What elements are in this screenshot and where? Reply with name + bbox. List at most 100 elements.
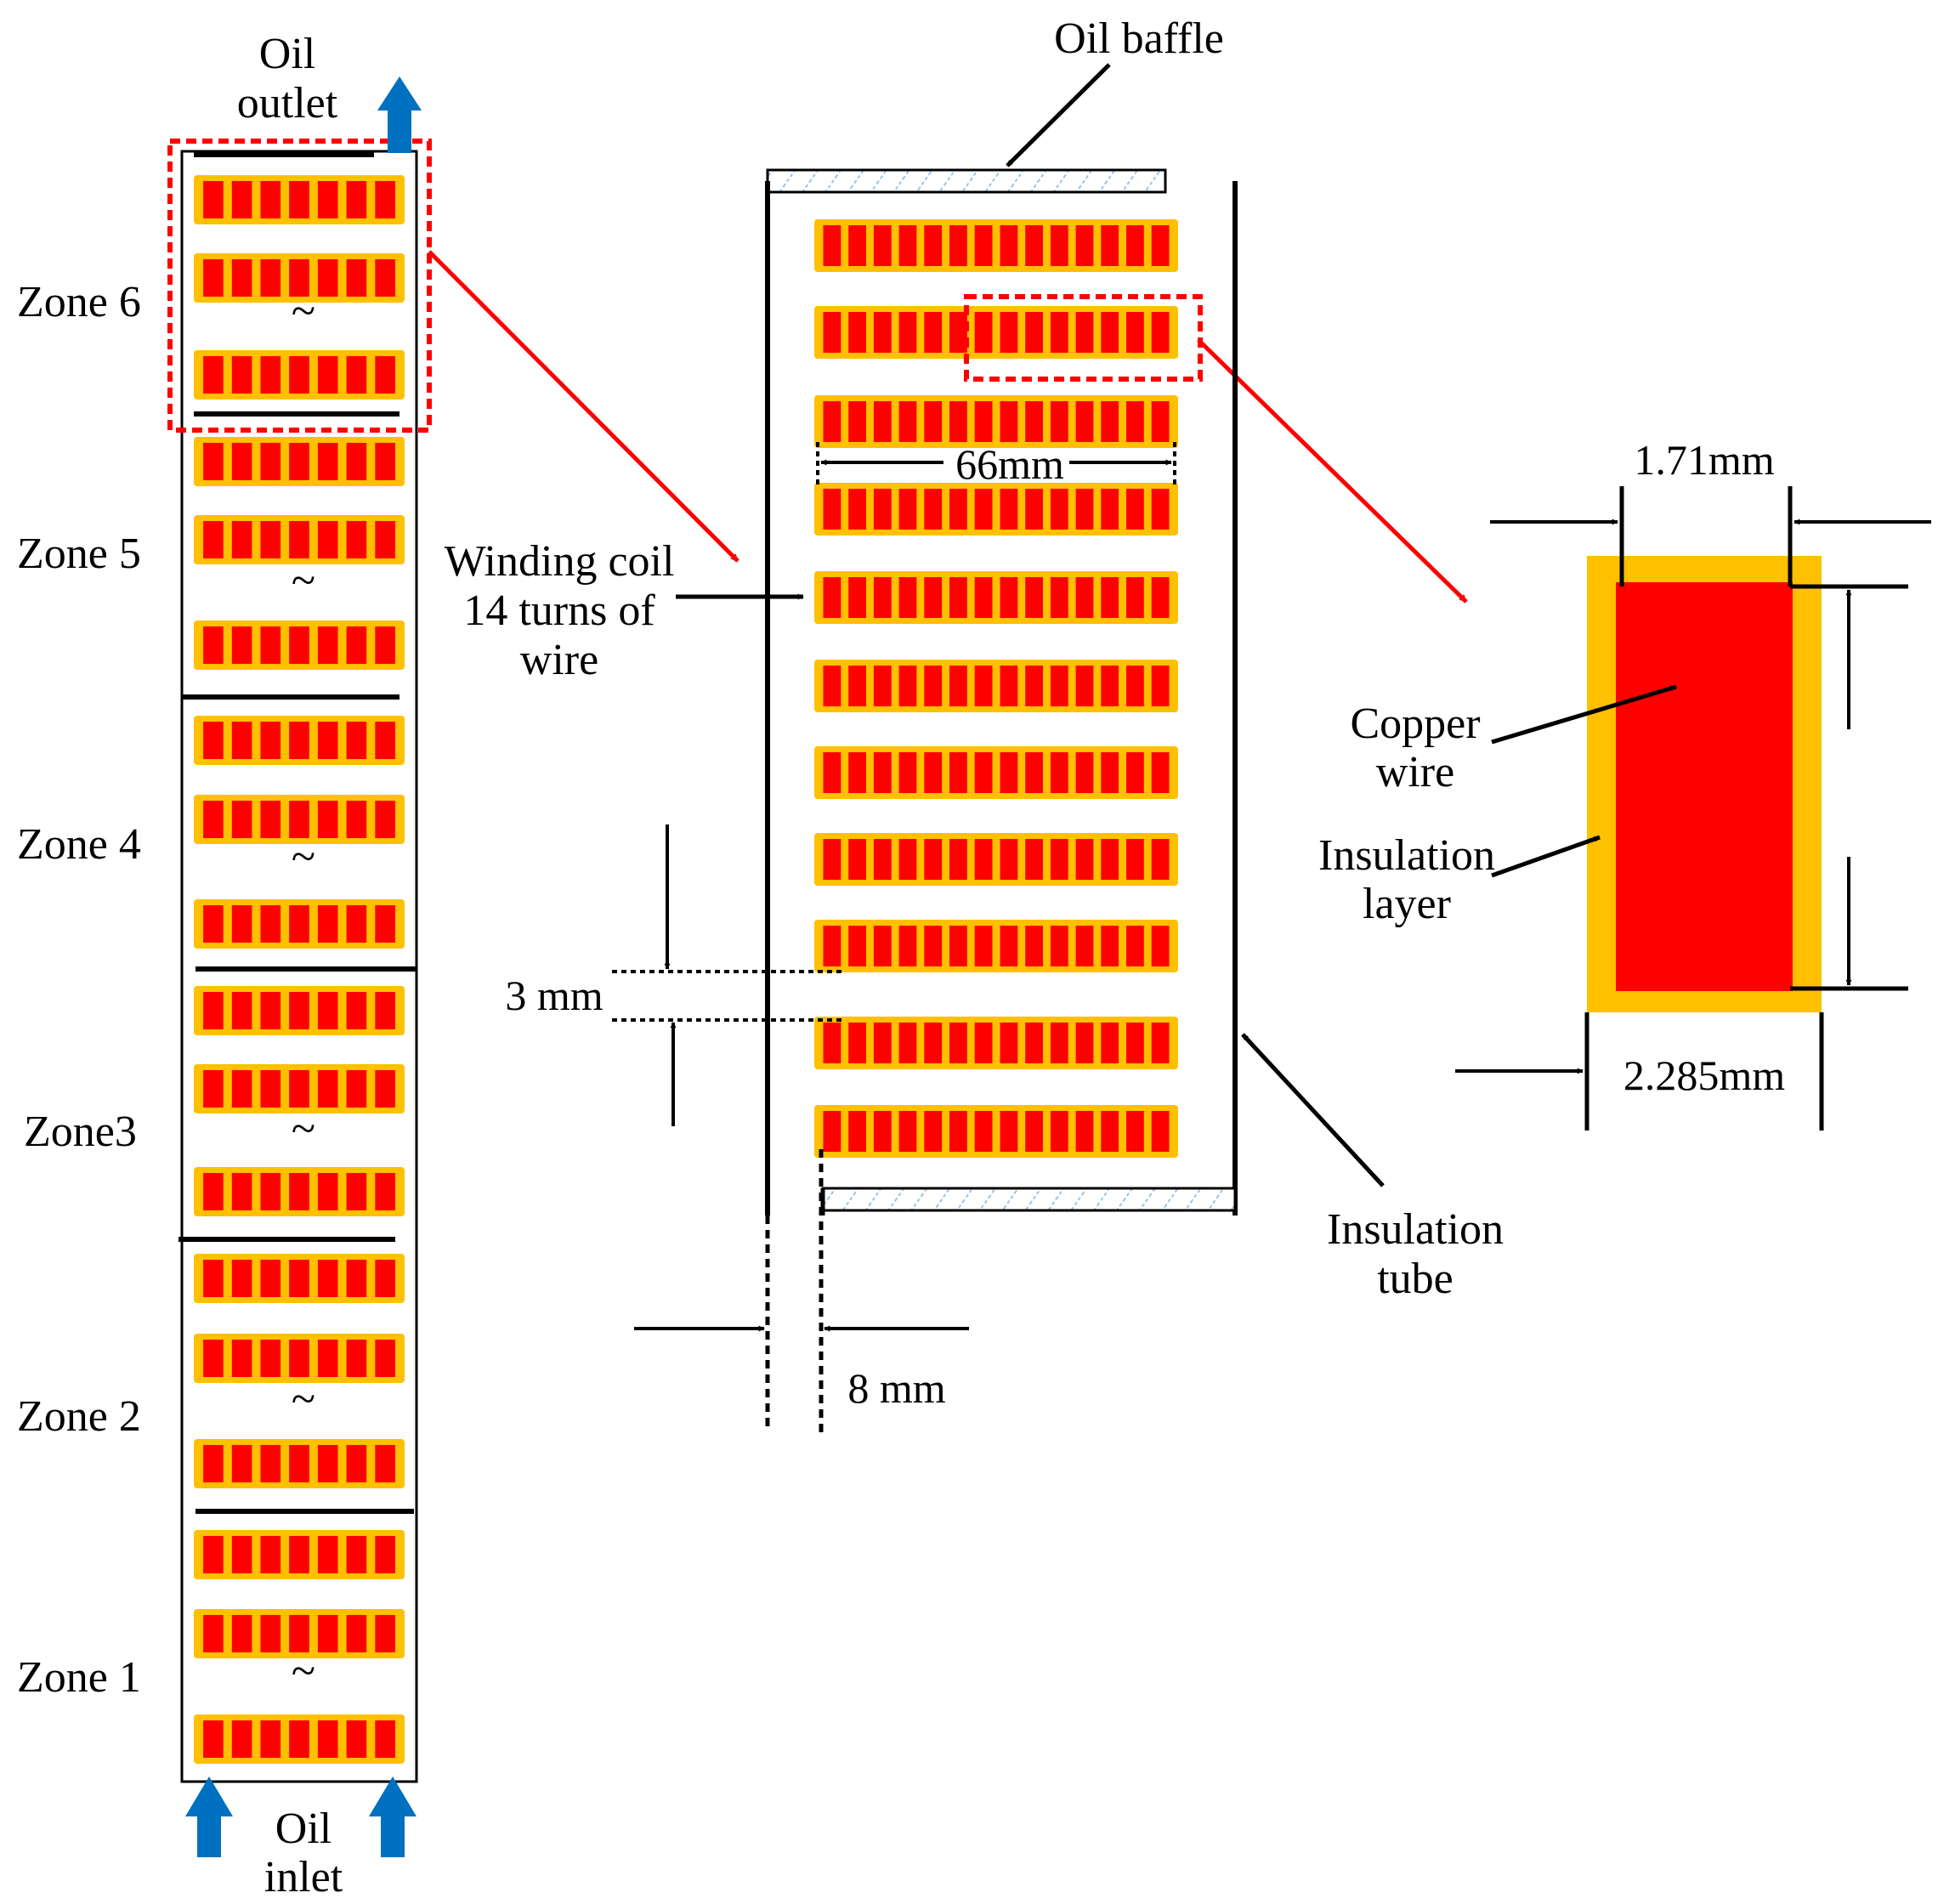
turn-conductor xyxy=(346,626,367,664)
turn-conductor xyxy=(873,225,892,266)
turn-conductor xyxy=(231,905,252,943)
turn-conductor xyxy=(898,312,917,353)
turn-conductor xyxy=(1075,1111,1094,1152)
zone-tilde-1: ~ xyxy=(292,287,315,336)
turn-conductor xyxy=(289,992,309,1029)
turn-conductor xyxy=(823,312,842,353)
zone-label-6: Zone 6 xyxy=(17,278,141,326)
turn-conductor xyxy=(203,443,224,480)
turn-conductor xyxy=(346,356,367,394)
copper-wire xyxy=(1616,582,1793,991)
turn-conductor xyxy=(1000,225,1018,266)
turn-conductor xyxy=(1101,666,1119,706)
turn-conductor xyxy=(346,181,367,218)
turn-conductor xyxy=(1050,926,1068,966)
turn-conductor xyxy=(203,801,224,838)
turn-conductor xyxy=(823,577,842,618)
turn-conductor xyxy=(1126,1023,1144,1063)
turn-conductor xyxy=(924,401,943,442)
turn-conductor xyxy=(1101,839,1119,880)
turn-conductor xyxy=(949,839,967,880)
turn-conductor xyxy=(317,259,338,297)
oil-baffle-pointer xyxy=(1006,63,1111,167)
turn-conductor xyxy=(203,1070,224,1108)
turn-conductor xyxy=(898,752,917,793)
turn-conductor xyxy=(1050,401,1068,442)
turn-conductor xyxy=(289,1070,309,1108)
turn-conductor xyxy=(317,181,338,218)
turn-conductor xyxy=(289,521,309,558)
turn-conductor xyxy=(346,905,367,943)
turn-conductor xyxy=(1075,577,1094,618)
turn-conductor xyxy=(231,992,252,1029)
turn-conductor xyxy=(1126,926,1144,966)
turn-conductor xyxy=(231,1260,252,1297)
turn-conductor xyxy=(1075,1023,1094,1063)
turn-conductor xyxy=(317,356,338,394)
turn-conductor xyxy=(949,225,967,266)
insulation-layer-label-line1: Insulation xyxy=(1318,831,1495,880)
turn-conductor xyxy=(823,401,842,442)
turn-conductor xyxy=(1075,926,1094,966)
turn-conductor xyxy=(346,1720,367,1758)
left-disc-4 xyxy=(194,437,405,486)
turn-conductor xyxy=(1075,225,1094,266)
turn-conductor xyxy=(848,401,866,442)
turn-conductor xyxy=(898,926,917,966)
left-disc-14 xyxy=(194,1334,405,1383)
turn-conductor xyxy=(1151,666,1170,706)
turn-conductor xyxy=(1101,225,1119,266)
turn-conductor xyxy=(1075,489,1094,530)
turn-conductor xyxy=(974,489,993,530)
turn-conductor xyxy=(231,1720,252,1758)
turn-conductor xyxy=(260,722,281,759)
insulation-layer-label-line2: layer xyxy=(1363,880,1451,928)
turn-conductor xyxy=(1075,752,1094,793)
left-disc-13 xyxy=(194,1254,405,1303)
turn-conductor xyxy=(260,1720,281,1758)
turn-conductor xyxy=(260,1615,281,1652)
turn-conductor xyxy=(317,1615,338,1652)
turn-conductor xyxy=(1151,401,1170,442)
turn-conductor xyxy=(1101,401,1119,442)
turn-conductor xyxy=(823,752,842,793)
middle-disc-1 xyxy=(814,219,1178,272)
dim-171mm-label: 1.71mm xyxy=(1634,436,1774,484)
turn-conductor xyxy=(375,1260,395,1297)
turn-conductor xyxy=(924,926,943,966)
turn-conductor xyxy=(1101,1111,1119,1152)
oil-outlet-label-line1: Oil xyxy=(259,30,315,78)
disc-insulation xyxy=(814,1017,1178,1069)
turn-conductor xyxy=(317,1536,338,1573)
turn-conductor xyxy=(231,521,252,558)
disc-insulation xyxy=(814,1105,1178,1158)
turn-conductor xyxy=(949,752,967,793)
turn-conductor xyxy=(231,443,252,480)
turn-conductor xyxy=(375,992,395,1029)
oil-inlet-arrow-left-icon xyxy=(185,1776,233,1857)
middle-disc-4 xyxy=(814,483,1178,536)
turn-conductor xyxy=(317,992,338,1029)
turn-conductor xyxy=(203,521,224,558)
turn-conductor xyxy=(924,752,943,793)
disc-insulation xyxy=(814,660,1178,712)
turn-conductor xyxy=(1050,312,1068,353)
left-disc-18 xyxy=(194,1714,405,1764)
turn-conductor xyxy=(317,722,338,759)
turn-conductor xyxy=(873,577,892,618)
turn-conductor xyxy=(317,626,338,664)
oil-outlet-label-line2: outlet xyxy=(237,79,338,128)
turn-conductor xyxy=(203,992,224,1029)
turn-conductor xyxy=(848,489,866,530)
disc-insulation xyxy=(814,833,1178,886)
turn-conductor xyxy=(375,1070,395,1108)
turn-conductor xyxy=(974,1111,993,1152)
turn-conductor xyxy=(203,1260,224,1297)
turn-conductor xyxy=(346,1340,367,1377)
zone-tilde-2: ~ xyxy=(292,557,315,605)
turn-conductor xyxy=(346,443,367,480)
dim-66mm-label: 66mm xyxy=(955,440,1064,488)
turn-conductor xyxy=(203,1445,224,1482)
turn-conductor xyxy=(974,752,993,793)
turn-conductor xyxy=(1050,839,1068,880)
